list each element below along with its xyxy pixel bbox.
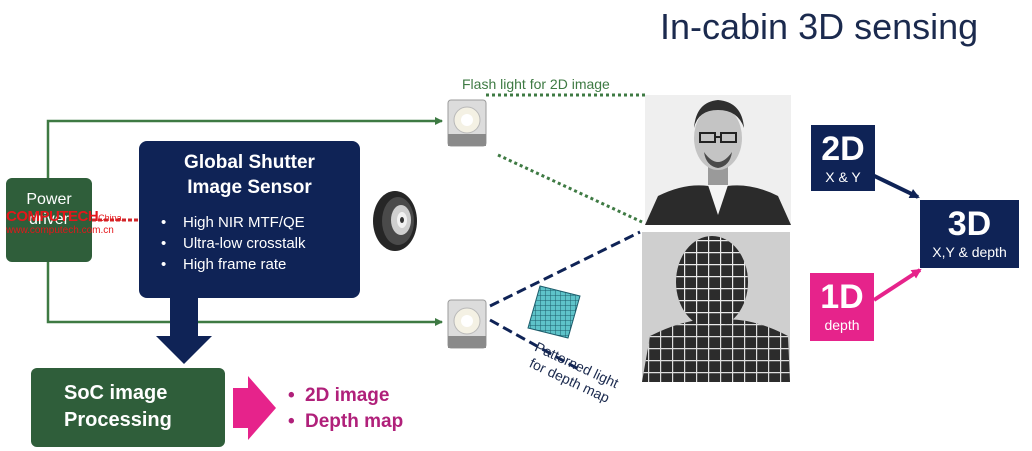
one-d-tag-title: 1D [820, 278, 864, 316]
camera-lens-icon [373, 191, 417, 251]
output-list: 2D image Depth map [288, 383, 403, 435]
sensor-title: Global Shutter Image Sensor [139, 150, 360, 200]
sensor-title-line1: Global Shutter [184, 152, 315, 173]
watermark-china: China [98, 213, 122, 223]
power-driver-box: Power driver [6, 178, 92, 262]
watermark-url: www.computech.com.cn [6, 225, 114, 236]
two-d-tag-title: 2D [821, 130, 865, 168]
flash-light-label: Flash light for 2D image [462, 76, 610, 92]
sensor-feature: High NIR MTF/QE [161, 212, 360, 233]
flash-led-top-icon [447, 99, 487, 147]
soc-label-line2: Processing [64, 409, 172, 431]
one-d-to-three-d-arrow [872, 268, 922, 302]
soc-to-outputs-arrow [233, 376, 276, 440]
pattern-beam-lower [489, 318, 581, 372]
power-driver-label-line2: driver [28, 211, 69, 228]
watermark: COMPUTECHChina www.computech.com.cn [6, 208, 122, 236]
power-to-bottom-led-connector [46, 262, 443, 326]
portrait-2d-image [645, 95, 791, 225]
sensor-feature: High frame rate [161, 254, 360, 275]
watermark-brand: COMPUTECH [6, 208, 99, 225]
sensor-title-line2: Image Sensor [187, 177, 312, 198]
sensor-feature-list: High NIR MTF/QE Ultra-low crosstalk High… [161, 212, 360, 275]
sensor-to-soc-arrow [156, 298, 212, 364]
power-driver-label-line1: Power [26, 191, 72, 208]
two-d-tag: 2D X & Y [811, 125, 875, 191]
flash-beam-diagonal [497, 153, 643, 224]
three-d-tag: 3D X,Y & depth [920, 200, 1019, 268]
sensor-feature: Ultra-low crosstalk [161, 233, 360, 254]
output-item: Depth map [288, 409, 403, 435]
power-to-top-led-connector [46, 117, 443, 178]
three-d-tag-title: 3D [947, 205, 992, 243]
page-title: In-cabin 3D sensing [660, 6, 979, 47]
one-d-tag: 1D depth [810, 273, 874, 341]
soc-label-line1: SoC image [64, 382, 168, 404]
output-item: 2D image [288, 383, 403, 409]
depth-map-image [642, 232, 790, 382]
three-d-tag-subtitle: X,Y & depth [932, 244, 1007, 260]
projected-pattern-grid [527, 285, 581, 339]
pattern-led-bottom-icon [447, 299, 487, 349]
two-d-tag-subtitle: X & Y [825, 169, 861, 185]
one-d-tag-subtitle: depth [824, 317, 860, 333]
soc-processing-box: SoC image Processing [31, 368, 225, 447]
image-sensor-box: Global Shutter Image Sensor High NIR MTF… [139, 141, 360, 298]
pattern-beam-upper [489, 230, 641, 308]
